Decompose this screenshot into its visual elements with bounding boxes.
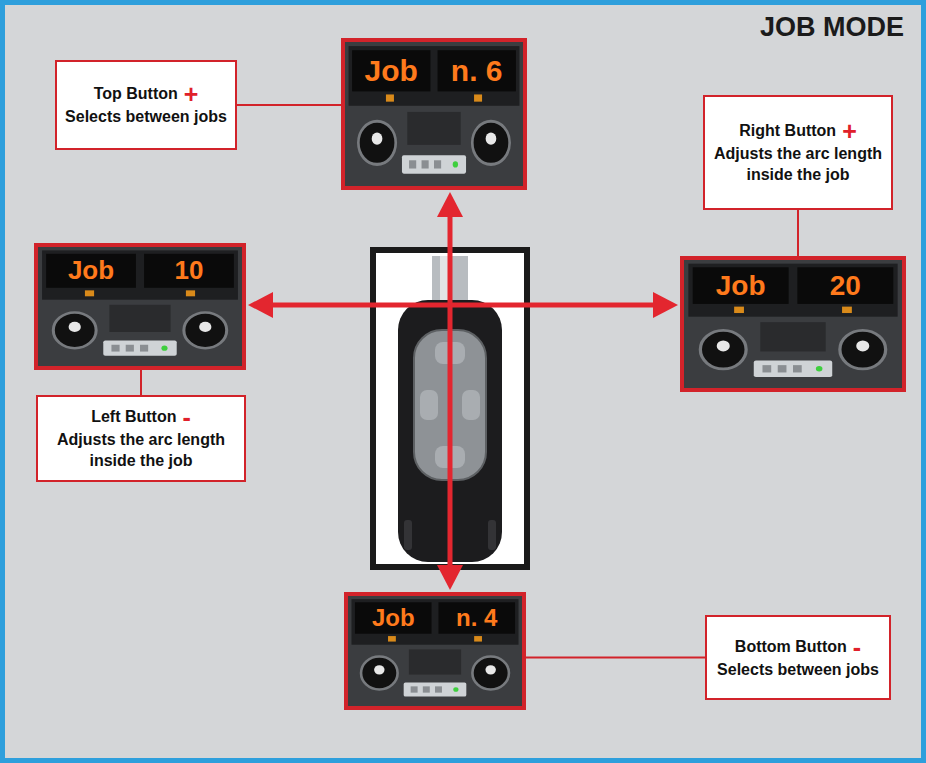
direction-arrows xyxy=(248,192,678,590)
grip-ridge xyxy=(404,520,412,550)
button-function: Selects between jobs xyxy=(65,107,227,128)
arrow-head xyxy=(437,565,463,590)
display-panel: Jobn. 4 xyxy=(344,592,526,710)
leader-line xyxy=(237,104,341,106)
button-name: Left Button xyxy=(91,407,176,428)
diagram-title: JOB MODE xyxy=(760,12,904,43)
display-readout: 20 xyxy=(797,267,893,304)
display-readout: n. 6 xyxy=(438,50,516,91)
label-box: Bottom Button-Selects between jobs xyxy=(705,615,891,700)
display-panel: Job20 xyxy=(680,256,906,392)
button-function: Adjusts the arc length inside the job xyxy=(711,144,885,186)
button-name: Bottom Button xyxy=(735,637,847,658)
frame xyxy=(3,3,924,761)
grip-ridge xyxy=(488,520,496,550)
display-photo xyxy=(345,42,523,186)
display-photo xyxy=(348,596,522,706)
arrow-shaft xyxy=(270,303,656,308)
arrow-head xyxy=(248,292,273,318)
button-function: Adjusts the arc length inside the job xyxy=(44,430,238,472)
display-readout: Job xyxy=(355,602,432,633)
sign-symbol: - xyxy=(182,405,190,430)
heading-row: Right Button + xyxy=(739,119,856,144)
display-readout: Job xyxy=(46,254,136,288)
heading-row: Bottom Button- xyxy=(735,635,861,660)
display-photo xyxy=(38,247,242,366)
button-name: Right Button xyxy=(739,121,836,142)
leader-line xyxy=(526,657,705,659)
heading-row: Left Button- xyxy=(91,405,191,430)
display-readout: Job xyxy=(352,50,430,91)
sign-symbol: - xyxy=(853,635,861,660)
display-readout: 10 xyxy=(144,254,234,288)
sign-symbol: + xyxy=(842,119,857,144)
leader-line xyxy=(140,370,142,395)
heading-row: Top Button + xyxy=(94,82,199,107)
label-box: Right Button +Adjusts the arc length insi… xyxy=(703,95,893,210)
display-panel: Jobn. 6 xyxy=(341,38,527,190)
arrow-head xyxy=(653,292,678,318)
display-photo xyxy=(684,260,902,388)
right-button xyxy=(462,390,480,420)
arrow-head xyxy=(437,192,463,217)
arrow-shaft xyxy=(448,214,453,568)
label-box: Top Button +Selects between jobs xyxy=(55,60,237,150)
display-readout: n. 4 xyxy=(438,602,515,633)
label-box: Left Button-Adjusts the arc length insid… xyxy=(36,395,246,482)
left-button xyxy=(420,390,438,420)
button-name: Top Button xyxy=(94,84,178,105)
display-panel: Job10 xyxy=(34,243,246,370)
display-readout: Job xyxy=(693,267,789,304)
leader-line xyxy=(797,210,799,256)
button-function: Selects between jobs xyxy=(717,660,879,681)
sign-symbol: + xyxy=(184,82,199,107)
